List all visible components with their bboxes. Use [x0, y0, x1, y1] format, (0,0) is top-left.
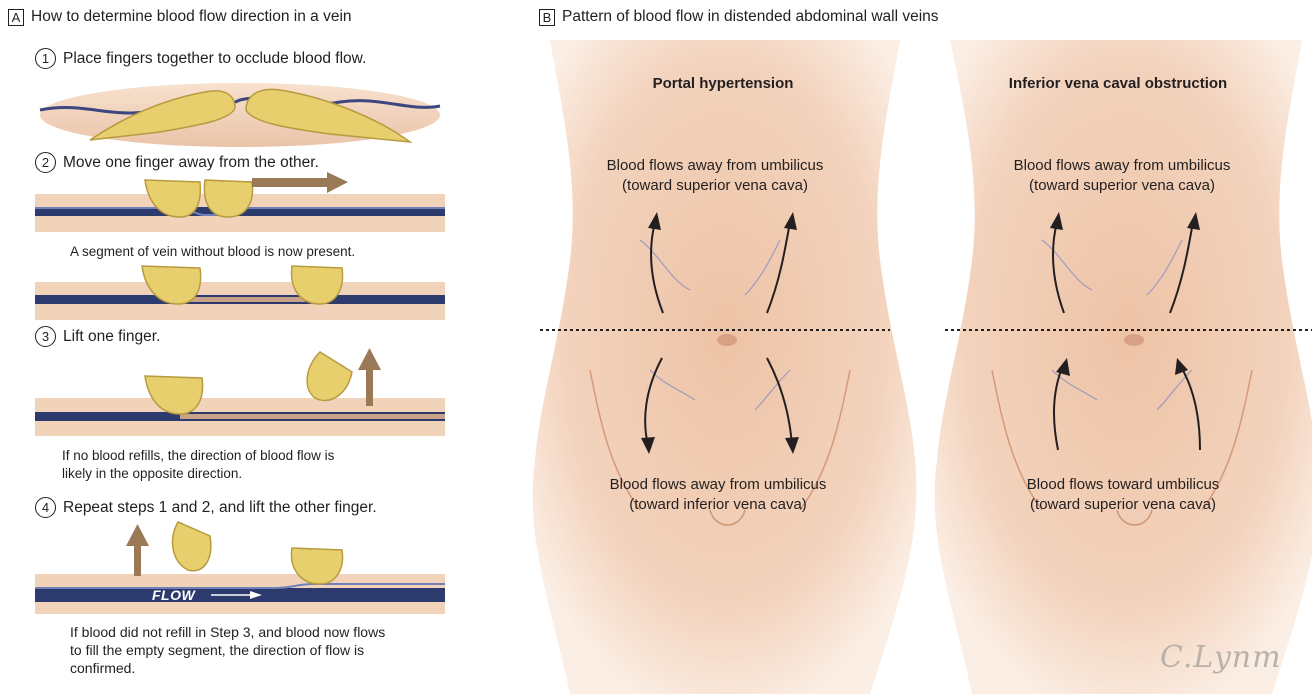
ivc-title: Inferior vena caval obstruction: [1009, 75, 1227, 92]
empty-vein-segment: [180, 414, 445, 419]
portal-torso: [533, 40, 917, 694]
panel-a-title: How to determine blood flow direction in…: [31, 8, 352, 26]
step-2: 2 Move one finger away from the other.: [35, 152, 319, 173]
step-2-illustration: [30, 172, 450, 240]
torso-illustrations: [530, 40, 1312, 694]
move-arrow-head: [327, 172, 348, 193]
ivc-top-line-1: Blood flows away from umbilicus: [1014, 156, 1231, 176]
ivc-bottom-line-2: (toward superior vena cava): [1027, 495, 1220, 515]
step-1-illustration: [30, 70, 450, 150]
step-4: 4 Repeat steps 1 and 2, and lift the oth…: [35, 497, 377, 518]
note-confirm-line-1: If blood did not refill in Step 3, and b…: [70, 623, 385, 641]
lift-arrow-head: [358, 348, 381, 370]
umbilicus: [1124, 334, 1144, 346]
portal-top-line-1: Blood flows away from umbilicus: [607, 156, 824, 176]
note-segment: A segment of vein without blood is now p…: [70, 243, 355, 261]
lift-arrow-shaft: [366, 368, 373, 406]
step-4-text: Repeat steps 1 and 2, and lift the other…: [63, 499, 377, 517]
torso-body: [533, 40, 917, 694]
step-1: 1 Place fingers together to occlude bloo…: [35, 48, 366, 69]
note-confirm-line-2: to fill the empty segment, the direction…: [70, 641, 385, 659]
ivc-top-line-2: (toward superior vena cava): [1014, 176, 1231, 196]
step-3: 3 Lift one finger.: [35, 326, 160, 347]
finger-lifted: [173, 522, 211, 571]
step-1-text: Place fingers together to occlude blood …: [63, 50, 366, 68]
lift-arrow-shaft: [134, 544, 141, 576]
portal-top-label: Blood flows away from umbilicus (toward …: [607, 156, 824, 196]
lift-arrow-head: [126, 524, 149, 546]
umbilicus: [717, 334, 737, 346]
note-no-refill-line-1: If no blood refills, the direction of bl…: [62, 447, 334, 465]
note-no-refill-line-2: likely in the opposite direction.: [62, 465, 334, 483]
panel-b-title: Pattern of blood flow in distended abdom…: [562, 8, 939, 26]
move-arrow-shaft: [252, 178, 327, 187]
panel-b-heading: B Pattern of blood flow in distended abd…: [539, 8, 939, 26]
empty-vein-segment: [180, 297, 305, 302]
portal-bottom-line-2: (toward inferior vena cava): [610, 495, 827, 515]
note-confirm-line-3: confirmed.: [70, 659, 385, 677]
note-no-refill: If no blood refills, the direction of bl…: [62, 447, 334, 483]
step-3-number: 3: [35, 326, 56, 347]
artist-signature: C.Lynm: [1160, 640, 1282, 675]
finger-lifted: [307, 352, 352, 400]
ivc-top-label: Blood flows away from umbilicus (toward …: [1014, 156, 1231, 196]
panel-b-letter: B: [539, 9, 555, 26]
panel-a-heading: A How to determine blood flow direction …: [8, 8, 352, 26]
step-2-number: 2: [35, 152, 56, 173]
step-2b-illustration: [30, 262, 450, 324]
portal-top-line-2: (toward superior vena cava): [607, 176, 824, 196]
step-3-text: Lift one finger.: [63, 328, 160, 346]
flow-label: FLOW: [152, 587, 195, 603]
ivc-bottom-label: Blood flows toward umbilicus (toward sup…: [1027, 475, 1220, 515]
torso-body: [935, 40, 1312, 694]
portal-title: Portal hypertension: [653, 75, 794, 92]
ivc-torso: [935, 40, 1312, 694]
portal-bottom-line-1: Blood flows away from umbilicus: [610, 475, 827, 495]
step-3-illustration: [30, 346, 450, 442]
panel-a-letter: A: [8, 9, 24, 26]
note-confirm: If blood did not refill in Step 3, and b…: [70, 623, 385, 677]
portal-bottom-label: Blood flows away from umbilicus (toward …: [610, 475, 827, 515]
step-4-illustration: [30, 518, 450, 618]
finger-right: [204, 180, 252, 217]
step-1-number: 1: [35, 48, 56, 69]
step-4-number: 4: [35, 497, 56, 518]
step-2-text: Move one finger away from the other.: [63, 154, 319, 172]
ivc-bottom-line-1: Blood flows toward umbilicus: [1027, 475, 1220, 495]
